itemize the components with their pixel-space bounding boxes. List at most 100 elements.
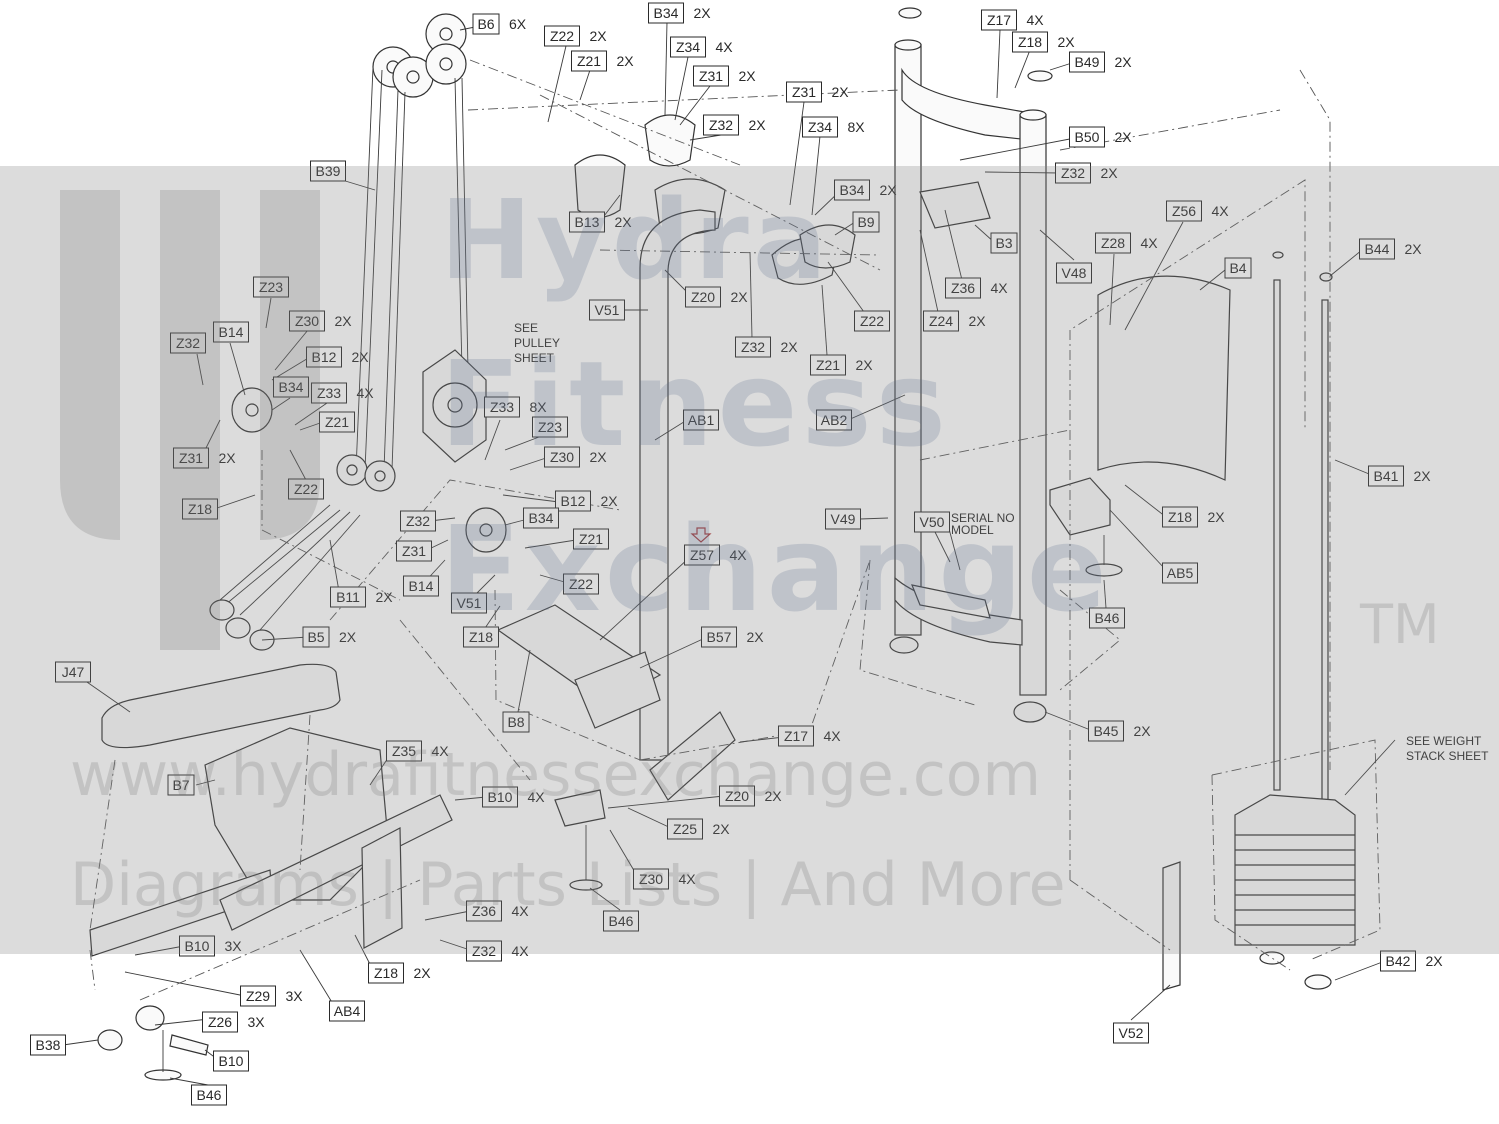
callout-box [403, 575, 439, 597]
callout-box [1224, 257, 1252, 279]
callout-qty: 4X [512, 943, 530, 959]
callout-id: Z21 [325, 414, 349, 430]
callout-qty: 2X [747, 629, 765, 645]
callout-box [532, 416, 568, 438]
callout-id: Z32 [176, 335, 200, 351]
notes: SEE PULLEY SHEET SERIAL NO MODEL SEE WEI… [514, 321, 1489, 763]
callout-qty: 4X [730, 547, 748, 563]
callout-id: B34 [529, 510, 554, 526]
callout-id: B42 [1386, 953, 1411, 969]
callout-box [289, 310, 325, 332]
callout-id: AB5 [1167, 565, 1194, 581]
callout-id: V51 [457, 595, 482, 611]
callout-qty: 2X [1115, 129, 1133, 145]
callout-id: Z22 [860, 313, 884, 329]
callout-qty: 3X [286, 988, 304, 1004]
callout-id: B46 [1095, 610, 1120, 626]
callout-qty: 2X [617, 53, 635, 69]
callout-id: B4 [1229, 260, 1246, 276]
callout-id: Z25 [673, 821, 697, 837]
callout-id: Z31 [699, 68, 723, 84]
callout-id: B34 [279, 379, 304, 395]
callout-id: Z21 [816, 357, 840, 373]
callout-b4: B4 [1224, 257, 1252, 279]
callout-box [400, 510, 436, 532]
callout-id: Z17 [784, 728, 808, 744]
callout-box [633, 868, 669, 890]
callout-id: Z31 [792, 84, 816, 100]
callout-box [306, 346, 342, 368]
note-weight-line2: STACK SHEET [1406, 749, 1489, 763]
callout-id: B7 [172, 777, 189, 793]
callout-box [810, 354, 846, 376]
callout-ab5: AB5 [1162, 562, 1198, 584]
callout-qty: 2X [601, 493, 619, 509]
callout-box [685, 286, 721, 308]
callout-qty: 2X [694, 5, 712, 21]
callout-box [368, 962, 404, 984]
callout-id: B8 [507, 714, 524, 730]
note-pulley-line3: SHEET [514, 351, 555, 365]
callout-id: B13 [575, 214, 600, 230]
callout-box [1056, 262, 1092, 284]
callout-box [319, 411, 355, 433]
callout-box [825, 508, 861, 530]
callout-id: B10 [219, 1053, 244, 1069]
callout-box [589, 299, 625, 321]
callout-id: B41 [1374, 468, 1399, 484]
callout-b3: B3 [990, 232, 1018, 254]
callout-id: B6 [477, 16, 494, 32]
callout-v48: V48 [1056, 262, 1092, 284]
callout-b39: B39 [310, 160, 346, 182]
callout-qty: 2X [352, 349, 370, 365]
callout-z31: Z31 [396, 540, 432, 562]
callout-id: Z22 [294, 481, 318, 497]
callout-box [1368, 465, 1404, 487]
callout-id: B10 [488, 789, 513, 805]
callout-box [179, 935, 215, 957]
callout-box [778, 725, 814, 747]
callout-id: B5 [307, 629, 324, 645]
callout-id: Z31 [179, 450, 203, 466]
callout-id: Z32 [1061, 165, 1085, 181]
callout-b41: B41 2X [1368, 465, 1432, 487]
callout-id: B38 [36, 1037, 61, 1053]
callout-v51: V51 [451, 592, 487, 614]
callout-box [167, 774, 195, 796]
callout-id: Z56 [1172, 203, 1196, 219]
callout-qty: 2X [1414, 468, 1432, 484]
callout-b7: B7 [167, 774, 195, 796]
callout-qty: 2X [590, 449, 608, 465]
callout-box [329, 1000, 365, 1022]
callout-box [852, 211, 880, 233]
callout-box [683, 409, 719, 431]
callout-id: B44 [1365, 241, 1390, 257]
callout-box [472, 13, 500, 35]
callout-qty: 4X [1027, 12, 1045, 28]
callout-b42: B42 2X [1380, 950, 1444, 972]
callout-box [253, 276, 289, 298]
callout-qty: 4X [432, 743, 450, 759]
callout-id: B14 [219, 324, 244, 340]
callout-id: AB4 [334, 1003, 361, 1019]
callout-box [310, 160, 346, 182]
callout-qty: 2X [880, 182, 898, 198]
callout-b10: B10 [213, 1050, 249, 1072]
callout-id: V51 [595, 302, 620, 318]
callout-qty: 2X [1426, 953, 1444, 969]
callout-box [648, 2, 684, 24]
